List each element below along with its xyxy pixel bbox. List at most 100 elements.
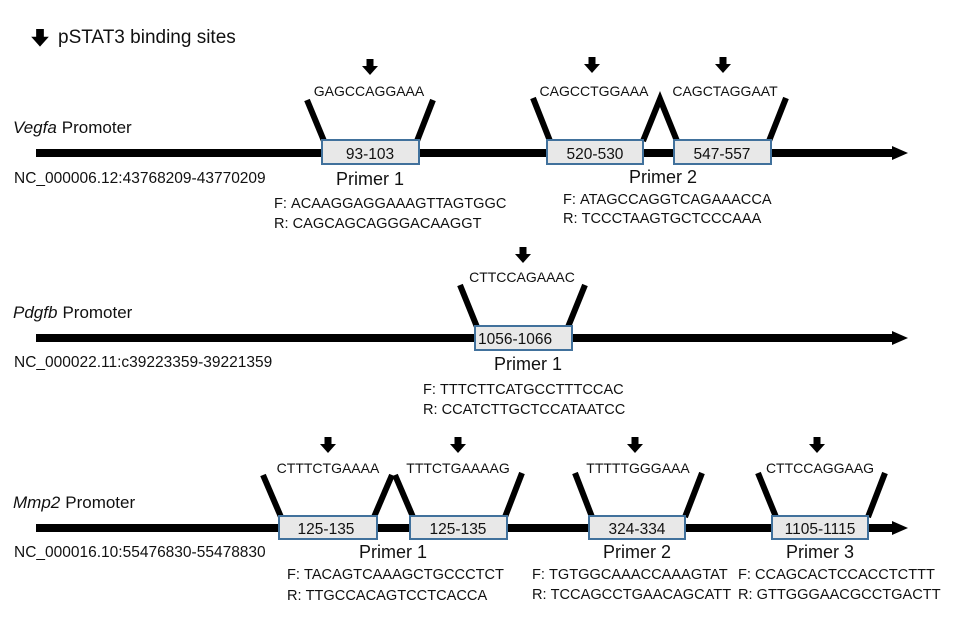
callout-peak-line	[640, 91, 680, 143]
primer-label: Primer 1	[359, 542, 427, 562]
site-sequence: CTTTCTGAAAA	[277, 460, 380, 476]
binding-site: CTTCCAGGAAG 1105-1115	[755, 437, 888, 540]
primer-pair: Primer 1 F:ACAAGGAGGAAAGTTAGTGGC R:CAGCA…	[274, 169, 506, 232]
forward-primer: F:CCAGCACTCCACCTCTTT	[738, 567, 935, 583]
accession-label: NC_000016.10:55476830-55478830	[14, 544, 266, 561]
forward-sequence: ACAAGGAGGAAAGTTAGTGGC	[291, 196, 506, 212]
binding-site: CAGCCTGGAAA 520-530	[530, 57, 680, 165]
site-range: 324-334	[609, 521, 666, 538]
site-sequence: TTTCTGAAAAG	[406, 460, 509, 476]
binding-site: CTTTCTGAAAA 125-135	[260, 437, 395, 540]
primer-pair: Primer 2 F:TGTGGCAAACCAAAGTAT R:TCCAGCCT…	[532, 542, 731, 603]
primer-pair: Primer 1 F:TACAGTCAAAGCTGCCCTCT R:TTGCCA…	[287, 542, 504, 604]
callout-line	[392, 473, 416, 519]
forward-primer: F:TTTCTTCATGCCTTTCCAC	[423, 382, 624, 398]
site-region-box	[588, 515, 686, 540]
forward-sequence: CCAGCACTCCACCTCTTT	[755, 567, 935, 583]
reverse-prefix: R:	[738, 587, 753, 603]
reverse-sequence: GTTGGGAACGCCTGACTT	[757, 587, 941, 603]
promoter-vegfa: Vegfa Promoter NC_000006.12:43768209-4377…	[13, 57, 908, 232]
primer-label: Primer 3	[786, 542, 854, 562]
callout-line	[755, 471, 779, 519]
primer-pair: Primer 2 F:ATAGCCAGGTCAGAAACCA R:TCCCTAA…	[563, 167, 772, 227]
reverse-sequence: CAGCAGCAGGGACAAGGT	[293, 216, 482, 232]
site-range: 125-135	[298, 521, 355, 538]
callout-line	[457, 283, 480, 329]
forward-primer: F:TGTGGCAAACCAAAGTAT	[532, 567, 728, 583]
primer-pair: Primer 3 F:CCAGCACTCCACCTCTTT R:GTTGGGAA…	[738, 542, 941, 603]
site-region-box	[409, 515, 508, 540]
site-sequence: TTTTTGGGAAA	[586, 460, 690, 476]
reverse-prefix: R:	[287, 588, 302, 604]
gene-name: Mmp2	[13, 493, 61, 512]
site-region-box	[771, 515, 869, 540]
primer-pair: Primer 1 F:TTTCTTCATGCCTTTCCAC R:CCATCTT…	[423, 354, 625, 418]
site-region-box	[278, 515, 378, 540]
forward-prefix: F:	[563, 192, 576, 208]
gene-name: Vegfa	[13, 118, 57, 137]
promoter-suffix: Promoter	[62, 118, 132, 137]
forward-sequence: TACAGTCAAAGCTGCCCTCT	[304, 567, 504, 583]
reverse-prefix: R:	[532, 587, 547, 603]
site-sequence: GAGCCAGGAAA	[314, 83, 425, 99]
dna-strand-line	[36, 149, 894, 157]
primer-label: Primer 1	[336, 169, 404, 189]
reverse-sequence: TCCAGCCTGAACAGCATT	[551, 587, 732, 603]
forward-sequence: ATAGCCAGGTCAGAAACCA	[580, 192, 772, 208]
primer-label: Primer 1	[494, 354, 562, 374]
dna-strand-line	[36, 334, 894, 342]
forward-prefix: F:	[287, 567, 300, 583]
promoter-title: Vegfa Promoter	[13, 118, 132, 137]
site-range: 125-135	[430, 521, 487, 538]
forward-prefix: F:	[738, 567, 751, 583]
site-sequence: CTTCCAGAAAC	[469, 269, 575, 285]
forward-prefix: F:	[423, 382, 436, 398]
reverse-primer: R:TCCAGCCTGAACAGCATT	[532, 587, 731, 603]
promoter-suffix: Promoter	[62, 303, 132, 322]
binding-site: TTTCTGAAAAG 125-135	[392, 437, 525, 540]
reverse-primer: R:TTGCCACAGTCCTCACCA	[287, 588, 487, 604]
site-sequence: CTTCCAGGAAG	[766, 460, 874, 476]
site-range: 93-103	[346, 146, 394, 163]
reverse-prefix: R:	[563, 211, 578, 227]
reverse-prefix: R:	[423, 402, 438, 418]
reverse-sequence: TTGCCACAGTCCTCACCA	[306, 588, 488, 604]
callout-line	[530, 96, 553, 143]
callout-line	[572, 471, 595, 519]
reverse-prefix: R:	[274, 216, 289, 232]
primer-label: Primer 2	[603, 542, 671, 562]
strand-arrowhead-icon	[892, 521, 908, 535]
callout-line	[304, 98, 327, 143]
site-sequence: CAGCTAGGAAT	[672, 83, 778, 99]
site-region-box	[474, 325, 573, 351]
reverse-primer: R:TCCCTAAGTGCTCCCAAA	[563, 211, 762, 227]
reverse-primer: R:GTTGGGAACGCCTGACTT	[738, 587, 941, 603]
promoter-suffix: Promoter	[65, 493, 135, 512]
forward-primer: F:ATAGCCAGGTCAGAAACCA	[563, 192, 772, 208]
forward-prefix: F:	[274, 196, 287, 212]
forward-primer: F:ACAAGGAGGAAAGTTAGTGGC	[274, 196, 506, 212]
forward-sequence: TTTCTTCATGCCTTTCCAC	[440, 382, 624, 398]
reverse-sequence: CCATCTTGCTCCATAATCC	[442, 402, 626, 418]
callout-line	[565, 283, 588, 329]
site-region-box	[673, 139, 772, 165]
callout-line	[502, 471, 525, 519]
strand-arrowhead-icon	[892, 331, 908, 345]
forward-prefix: F:	[532, 567, 545, 583]
forward-primer: F:TACAGTCAAAGCTGCCCTCT	[287, 567, 504, 583]
primer-label: Primer 2	[629, 167, 697, 187]
site-range: 1056-1066	[478, 331, 552, 348]
site-range: 520-530	[567, 146, 624, 163]
accession-label: NC_000006.12:43768209-43770209	[14, 170, 266, 187]
site-region-box	[321, 139, 420, 165]
binding-site: TTTTTGGGAAA 324-334	[572, 437, 705, 540]
site-range: 1105-1115	[785, 521, 856, 538]
callout-line	[371, 473, 395, 519]
site-range: 547-557	[694, 146, 751, 163]
reverse-primer: R:CCATCTTGCTCCATAATCC	[423, 402, 625, 418]
